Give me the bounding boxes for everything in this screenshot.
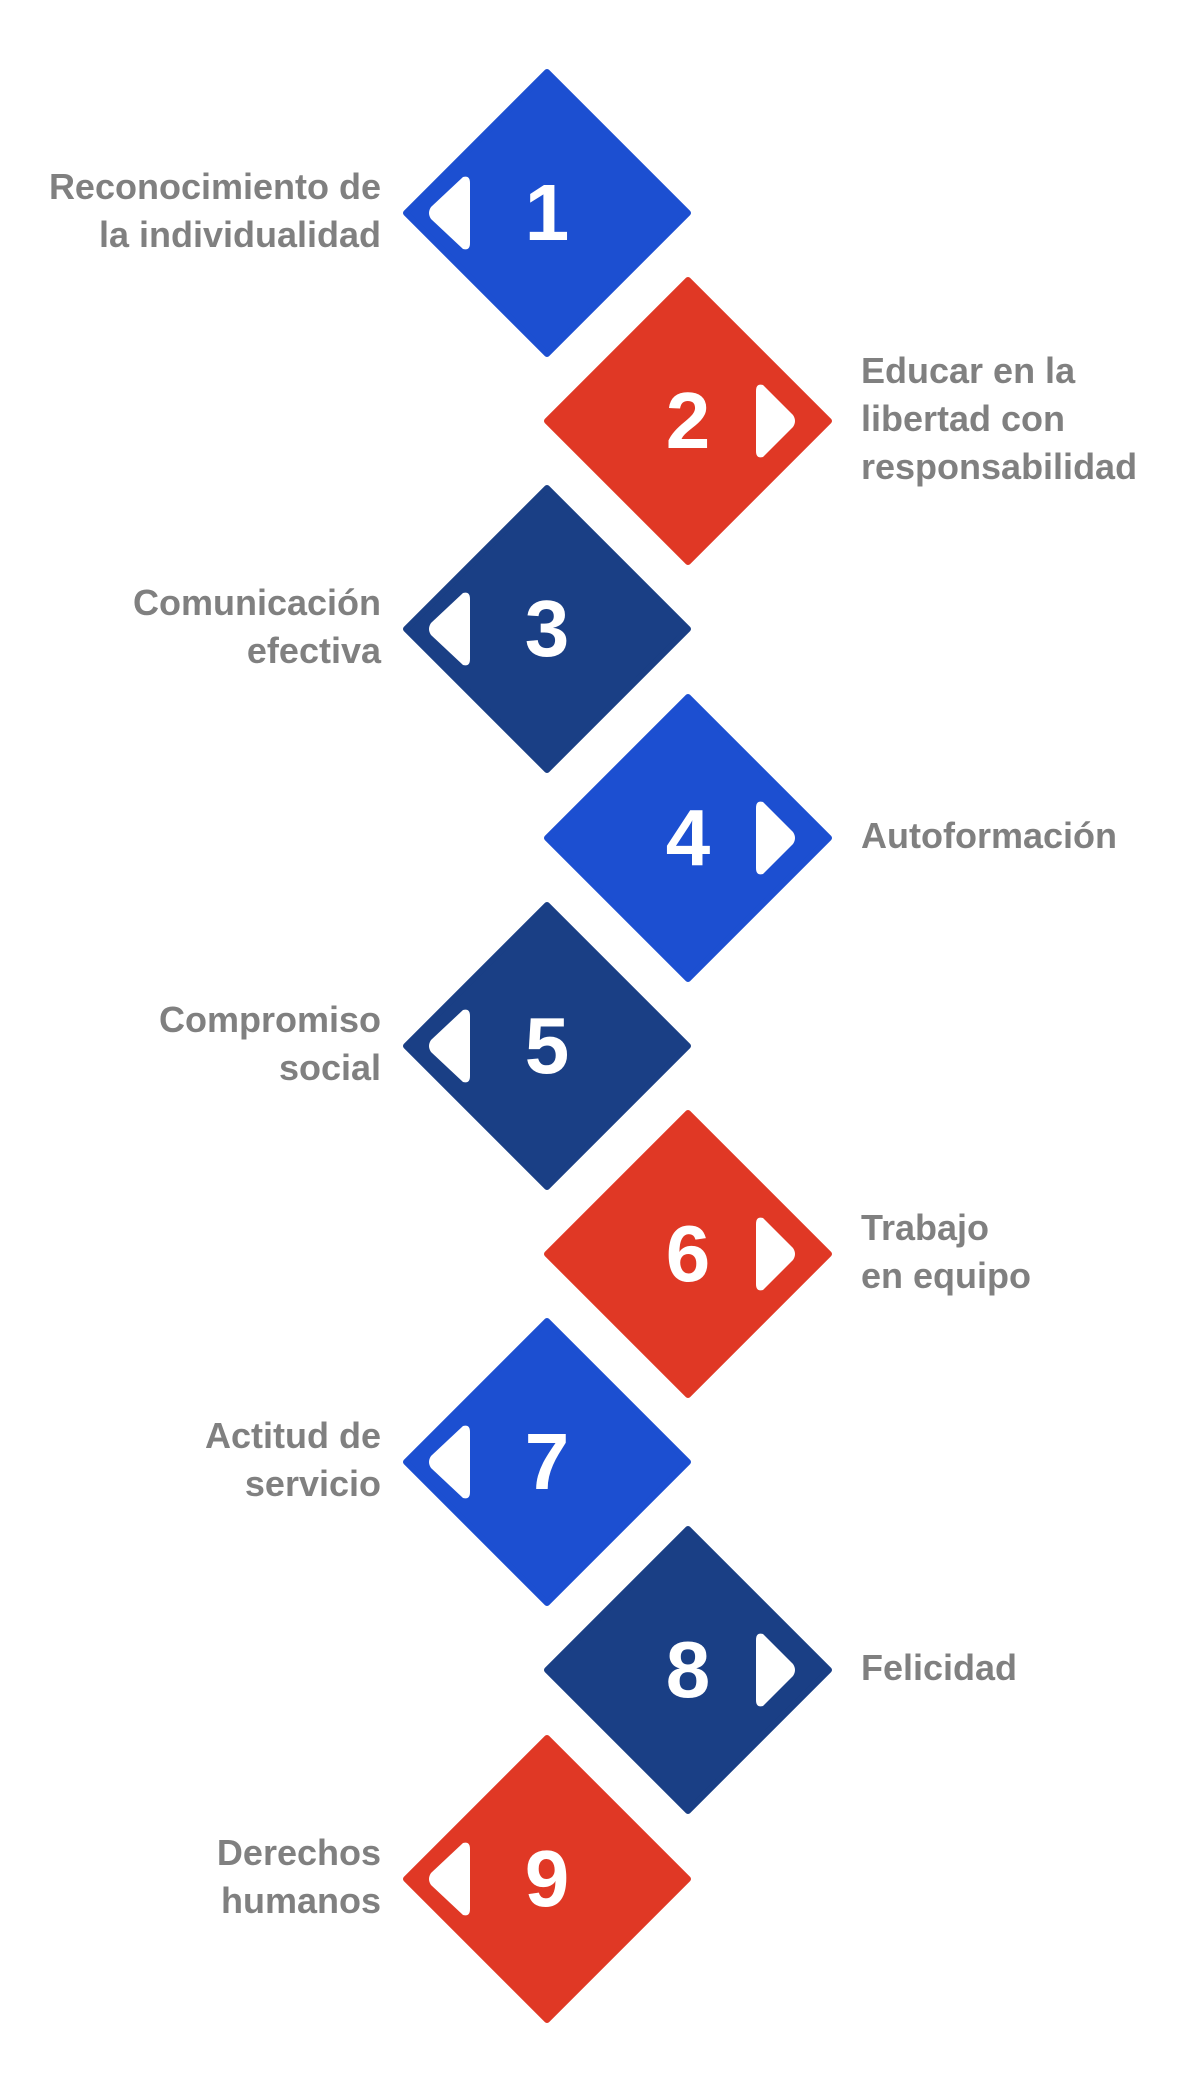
step-label-line: responsabilidad [861,446,1138,488]
pointer-left-icon [429,176,470,250]
step-label-line: efectiva [246,630,381,672]
step-label-line: Derechos [216,1831,381,1873]
step-number: 6 [665,1209,711,1298]
step-diamond-9: 9 [403,1734,691,2023]
step-number: 2 [665,376,711,466]
step-label-line: Compromiso [158,998,381,1040]
step-number: 3 [524,584,570,674]
diamond-shape [403,1318,691,1607]
step-label-line: Felicidad [861,1647,1018,1689]
pointer-left-icon [429,1425,470,1499]
step-label: Comunicación efectiva [133,579,381,675]
step-label-line: Autoformación [861,814,1117,856]
diamond-shape [544,277,832,566]
step-number: 8 [665,1625,711,1715]
step-label-line: Educar en la [861,350,1076,392]
step-diamond-3: 3 [403,485,691,774]
pointer-right-icon [756,1217,795,1291]
step-diamond-1: 1 [403,69,691,357]
pointer-right-icon [756,801,795,874]
step-label-line: en equipo [861,1255,1031,1296]
step-label: Autoformación [861,812,1117,860]
step-label-line: Reconocimiento de [48,166,381,207]
diamond-shape [403,485,691,774]
step-label-line: servicio [244,1463,381,1505]
step-label-line: humanos [220,1879,381,1921]
step-diamond-6: 6 [544,1110,832,1398]
diamond-shape [403,69,691,357]
step-label: Compromiso social [159,996,381,1092]
step-label: Felicidad [861,1644,1017,1692]
pointer-left-icon [429,592,470,666]
step-label-line: Comunicación [132,582,381,624]
pointer-right-icon [756,1633,795,1707]
diamond-shape [544,1110,832,1398]
pointer-right-icon [756,384,795,458]
step-label: Derechos humanos [217,1829,381,1925]
step-number: 1 [524,168,570,257]
step-label-line: Trabajo [861,1207,990,1248]
diamond-shape [403,901,691,1190]
step-label-line: la individualidad [98,214,381,255]
step-diamond-5: 5 [403,901,691,1190]
step-number: 7 [524,1417,570,1507]
pointer-left-icon [429,1009,470,1083]
step-diamond-7: 7 [403,1318,691,1607]
step-label: Actitud de servicio [205,1412,381,1508]
step-label: Educar en la libertad con responsabilidad [861,347,1137,491]
diamond-shape [544,693,832,982]
step-label-line: libertad con [861,398,1066,440]
step-number: 5 [524,1000,570,1090]
step-diamond-2: 2 [544,277,832,566]
step-diamond-8: 8 [544,1526,832,1815]
step-number: 4 [665,792,711,882]
pointer-left-icon [429,1842,470,1915]
step-number: 9 [524,1833,570,1923]
diamond-shape [544,1526,832,1815]
step-label: Reconocimiento de la individualidad [49,163,381,259]
step-diamond-4: 4 [544,693,832,982]
step-label-line: Actitud de [205,1415,381,1457]
diamond-shape [403,1734,691,2023]
step-label-line: social [278,1046,381,1088]
step-label: Trabajo en equipo [861,1204,1031,1300]
